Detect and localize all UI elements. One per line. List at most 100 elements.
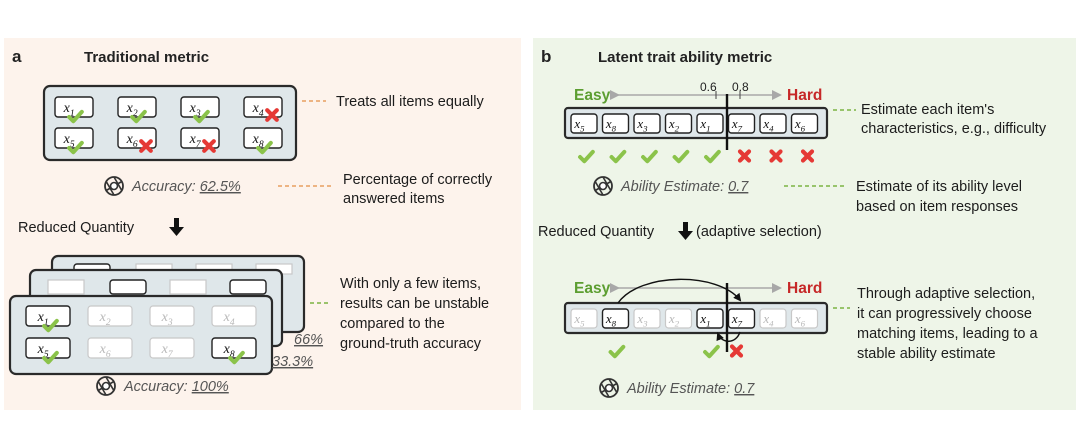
check-icon (641, 149, 658, 164)
item-x6: x6 (790, 308, 819, 329)
item-x5: x5 (25, 337, 71, 365)
note-adaptive-line1: Through adaptive selection, (857, 286, 1035, 302)
item-x5: x5 (570, 113, 598, 134)
item-x7: x7 (727, 113, 756, 134)
note-equal: Treats all items equally (336, 94, 484, 110)
item-x6: x6 (87, 337, 133, 360)
accuracy-value-bottom: 100% (192, 379, 229, 395)
cross-icon (800, 149, 815, 163)
item-x1: x1 (696, 113, 724, 134)
item-label: x7 (161, 342, 174, 360)
ability-row-bottom: Ability Estimate: 0.7 (599, 378, 755, 398)
adaptive-path-arrow-1 (617, 278, 742, 304)
reduced-quantity-suffix: (adaptive selection) (696, 224, 822, 240)
item-label: x5 (573, 311, 585, 329)
item-label: x7 (731, 311, 743, 329)
item-box (211, 337, 257, 359)
item-x2: x2 (117, 96, 157, 124)
item-label: x1 (699, 311, 710, 329)
check-icon (609, 149, 627, 164)
reduced-quantity-b: Reduced Quantity (538, 224, 655, 240)
item-x1: x1 (54, 96, 94, 124)
ability-row-top: Ability Estimate: 0.7 (593, 176, 749, 196)
cross-icon (769, 149, 783, 163)
check-icon (228, 350, 245, 365)
note-percentage-line2: answered items (343, 191, 445, 207)
item-x1: x1 (25, 305, 71, 333)
panel-b-letter: b (541, 47, 551, 66)
item-label: x2 (99, 310, 111, 328)
item-box (664, 308, 693, 329)
item-box (790, 308, 819, 329)
ability-value-bottom: 0.7 (734, 381, 755, 397)
panel-b-adaptive-marks (608, 344, 744, 359)
cross-icon (265, 108, 279, 122)
panel-a-top-card (42, 84, 298, 162)
item-box (87, 305, 133, 327)
note-unstable-line4: ground-truth accuracy (340, 336, 482, 352)
item-label: x8 (223, 342, 235, 360)
panel-b-title: Latent trait ability metric (598, 49, 772, 66)
note-adaptive-line3: matching items, leading to a (857, 326, 1038, 342)
cross-icon (737, 149, 752, 163)
item-x8: x8 (243, 127, 283, 155)
check-icon (704, 149, 721, 164)
item-label: x6 (794, 311, 806, 329)
item-box (570, 308, 598, 329)
down-arrow-icon (169, 218, 184, 236)
item-x8: x8 (601, 308, 630, 329)
item-label: x2 (126, 101, 138, 119)
note-unstable-line2: results can be unstable (340, 296, 489, 312)
item-x3: x3 (633, 308, 661, 329)
item-label: x6 (99, 342, 111, 360)
item-x6: x6 (117, 127, 157, 153)
check-icon (130, 109, 147, 124)
item-x7: x7 (727, 308, 756, 329)
panel-a-title: Traditional metric (84, 49, 209, 66)
item-x2: x2 (87, 305, 133, 328)
item-label: x3 (189, 101, 201, 119)
easy-label-bottom: Easy (574, 280, 611, 297)
item-label: x4 (252, 101, 264, 119)
ability-value-top: 0.7 (728, 179, 749, 195)
item-x4: x4 (211, 305, 257, 328)
check-icon (703, 344, 720, 359)
panel-b: b Latent trait ability metric Easy Hard … (533, 38, 1076, 410)
item-box (25, 305, 71, 327)
item-x7: x7 (149, 337, 195, 360)
item-label: x4 (762, 311, 774, 329)
item-label: x8 (252, 132, 264, 150)
item-box (759, 113, 787, 134)
item-x7: x7 (180, 127, 220, 153)
tick-0-6: 0.6 (700, 80, 717, 94)
accuracy-row-bottom: Accuracy: 100% (96, 376, 229, 396)
stack-card-front (8, 294, 274, 376)
item-x3: x3 (633, 113, 661, 134)
cross-icon (139, 139, 153, 153)
stack-accuracy-1: 66% (294, 332, 323, 348)
item-box (696, 308, 724, 329)
item-label: x6 (126, 132, 138, 150)
item-label: x5 (37, 342, 49, 360)
item-x4: x4 (243, 96, 283, 122)
item-x4: x4 (759, 308, 787, 329)
item-x5: x5 (54, 127, 94, 155)
item-box (601, 113, 630, 134)
item-label: x4 (223, 310, 235, 328)
panel-a-letter: a (12, 47, 22, 66)
ability-label-top: Ability Estimate: 0.7 (620, 179, 749, 195)
item-box (601, 308, 630, 329)
item-label: x4 (762, 116, 774, 134)
item-box (696, 113, 724, 134)
check-icon (67, 109, 84, 124)
stack-card-middle-items (47, 279, 267, 295)
item-box (727, 308, 756, 329)
accuracy-label-top: Accuracy: 62.5% (131, 179, 241, 195)
item-label: x1 (63, 101, 75, 119)
check-icon (42, 350, 59, 365)
item-box (664, 113, 693, 134)
